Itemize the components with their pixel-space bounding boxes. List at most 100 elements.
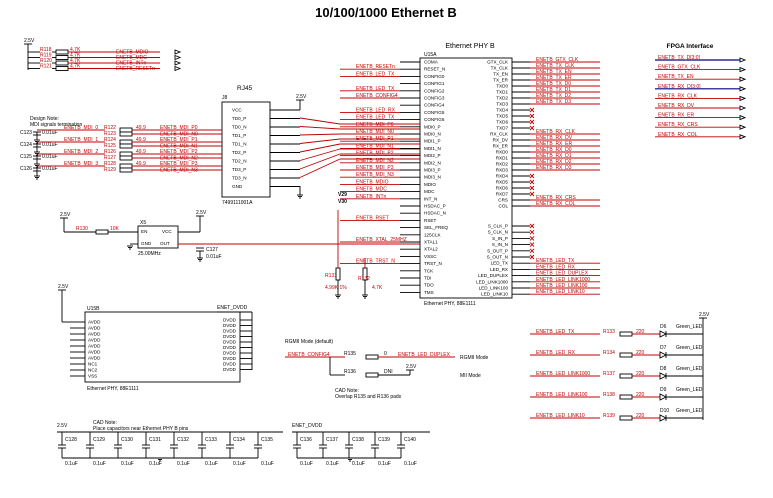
wire — [529, 254, 535, 260]
net-label: ENETB_TX_ER — [536, 75, 572, 81]
led-ref: D6 — [660, 324, 667, 330]
net-label: ENETB_MDC — [116, 55, 147, 61]
net-label: ENETB_MDI_N3 — [160, 168, 198, 174]
fpga-net-label: ENETB_RX_ER — [658, 113, 695, 119]
resistor-ref: R129 — [104, 167, 116, 173]
net-label: ENETB_RX_COL — [536, 201, 576, 207]
u15b-pin-label: AVDD — [88, 320, 101, 325]
net-label: ENETB_RSET — [356, 215, 389, 221]
phy-pin-label: CONFIG0 — [424, 74, 445, 79]
resistor-value: 220 — [636, 371, 645, 377]
net-label: ENETB_TX_D1 — [536, 87, 571, 93]
led-color: Green_LED — [676, 387, 703, 393]
phy-pin-label: TX_ER — [493, 78, 508, 83]
phy-pin-label: XTAL1 — [424, 240, 438, 245]
phy-pin-label: CONFIG1 — [424, 81, 445, 86]
led-color: Green_LED — [676, 408, 703, 414]
u15b-pin-label: DVDD — [223, 356, 237, 361]
phy-pin-label: CONFIG3 — [424, 96, 445, 101]
net-label: ENETB_RX_DV — [536, 135, 573, 141]
phy-pin-label: RX_ER — [493, 144, 509, 149]
phy-pin-label: LED_TX — [491, 261, 508, 266]
led-color: Green_LED — [676, 366, 703, 372]
phy-pin-label: TXD4 — [496, 108, 508, 113]
led-ref: D8 — [660, 366, 667, 372]
resistor-value: 49.9 — [136, 161, 146, 167]
phy-pin-label: MDI1_N — [424, 146, 441, 151]
wire — [529, 113, 535, 119]
cap-ref: C138 — [352, 437, 364, 443]
rj45-pin-label: TD2_P — [232, 150, 246, 155]
cap-value: 0.1uF — [261, 461, 274, 467]
resistor-value: 220 — [636, 413, 645, 419]
resistor-value: 220 — [636, 329, 645, 335]
led-ref: D10 — [660, 408, 669, 414]
net-label: ENETB_TX_CLK — [536, 63, 575, 69]
led-resistor — [619, 394, 633, 400]
fpga-net-label: ENETB_TX_D[3:0] — [658, 55, 701, 61]
osc-pin: EN — [141, 229, 147, 234]
phy-pin-label: RXD0 — [496, 150, 509, 155]
resistor-value: 4.7K — [70, 53, 81, 59]
resistor-ref: R118 — [40, 47, 52, 53]
resistor-ref: R138 — [603, 392, 615, 398]
phy-pin-label: S_OUT_P — [487, 248, 508, 253]
net-label: ENETB_TRST_N — [356, 259, 395, 265]
net-label: ENETB_MDI_P1 — [160, 137, 198, 143]
off-page-connector — [174, 60, 182, 66]
net-label: ENETB_CONFIG4 — [288, 352, 330, 358]
pullup-resistor — [55, 66, 69, 71]
wire — [529, 191, 535, 197]
phy-ref: U15A — [424, 52, 437, 58]
net-label: ENETB_MDI_P2 — [160, 149, 198, 155]
phy-pin-label: RXD2 — [496, 162, 509, 167]
resistor-ref: R119 — [40, 53, 52, 59]
mdi-wire — [299, 158, 341, 178]
net-label: ENETB_MDIO — [116, 50, 149, 56]
cap-value: 0.1uF — [93, 461, 106, 467]
net-label: ENETB_CONFIG4 — [356, 93, 398, 99]
phy-pin-label: RX_DV — [493, 138, 509, 143]
net-label: ENETB_RX_D2 — [536, 159, 572, 165]
net-label: ENETB_XTAL_25MHZ — [356, 237, 407, 243]
resistor-ref: R132 — [358, 276, 370, 282]
u15b-pin-label: AVDD — [88, 344, 101, 349]
net-label: ENETB_LED_TX — [536, 258, 575, 264]
led-ref: D7 — [660, 345, 667, 351]
net-label: ENETB_TX_EN — [536, 69, 572, 75]
osc-pin: VCC — [162, 229, 172, 234]
resistor-ref: R120 — [40, 58, 52, 64]
off-page-connector — [739, 86, 747, 92]
wire — [529, 125, 535, 131]
net-label: ENETB_MDIO — [356, 179, 389, 185]
phy-pin-label: TXD2 — [496, 96, 508, 101]
resistor-value: 4.7K — [372, 285, 383, 291]
cap-ref: C123 — [20, 130, 32, 136]
fpga-net-label: ENETB_RX_CLK — [658, 93, 698, 99]
cap-value: 0.1uF — [65, 461, 78, 467]
cap-ref: C134 — [233, 437, 245, 443]
rj45-pin-label: TD3_N — [232, 176, 247, 181]
resistor-value: 49.9 — [136, 149, 146, 155]
cap-value: 0.01uF — [206, 254, 222, 260]
net-label: ENETB_LED_RX — [536, 264, 576, 270]
phy-pin-label: RXD6 — [496, 186, 509, 191]
phy-pin-label: CONFIG2 — [424, 88, 445, 93]
net-label: ENETB_MDI_P3 — [356, 165, 394, 171]
cap-value: 0.1uF — [300, 461, 313, 467]
net-label: ENETB_TX_D3 — [536, 99, 571, 105]
phy-pin-label: TXD6 — [496, 120, 508, 125]
phy-pin-label: RESET_N — [424, 67, 445, 72]
off-page-connector — [739, 134, 747, 140]
resistor-value: 0 — [384, 351, 387, 357]
resistor-ref: R131 — [325, 273, 337, 279]
rj45-pin-label: TD0_P — [232, 116, 246, 121]
net-label: ENETB_MDI_N2 — [160, 156, 198, 162]
cap-value: 0.1uF — [404, 461, 417, 467]
phy-pin-label: CONFIG5 — [424, 110, 445, 115]
design-note-detail: MDI signals termination — [30, 122, 82, 128]
mdi-wire — [299, 133, 341, 136]
phy-pin-label: S_IN_N — [492, 242, 508, 247]
mdi-wire — [299, 138, 341, 144]
